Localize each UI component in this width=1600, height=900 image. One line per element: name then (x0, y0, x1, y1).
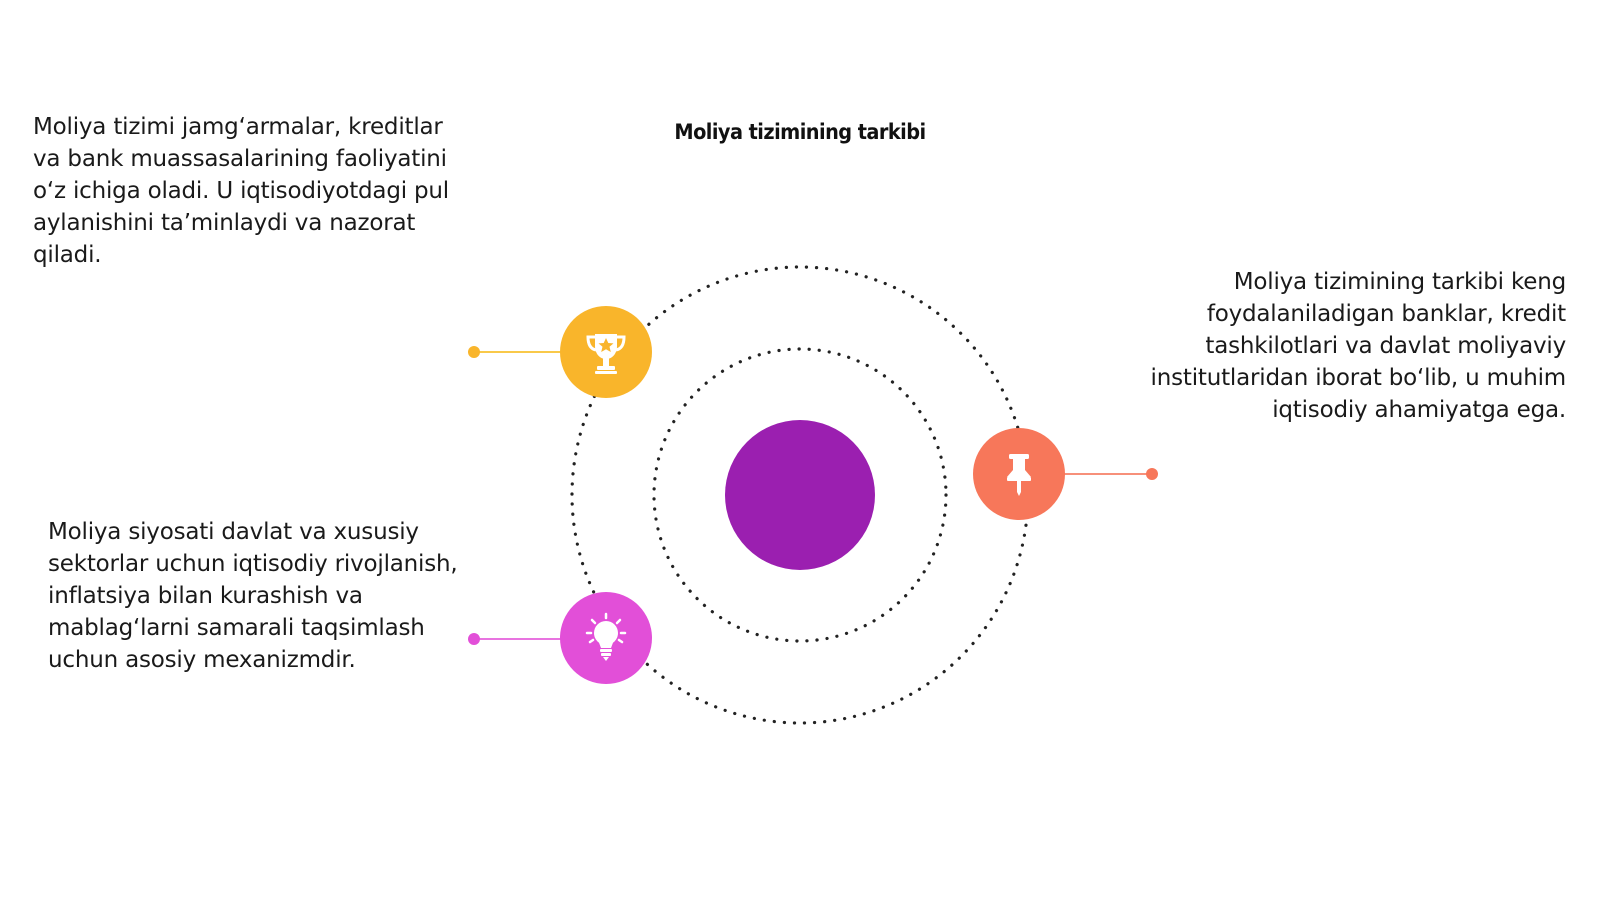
trophy-node (560, 306, 652, 398)
text-block-top-left: Moliya tizimi jamg‘armalar, kreditlar va… (33, 114, 449, 268)
trophy-connector-dot (468, 346, 480, 358)
pushpin-node (973, 428, 1065, 520)
pin-connector-dot (1146, 468, 1158, 480)
text-block-bottom-left: Moliya siyosati davlat va xususiy sektor… (48, 519, 458, 673)
lightbulb-icon (585, 612, 627, 661)
text-block-right: Moliya tizimining tarkibi keng foydalani… (1150, 269, 1567, 423)
bulb-connector-dot (468, 633, 480, 645)
trophy-icon (586, 334, 626, 374)
pushpin-icon (1007, 454, 1031, 496)
inner-orbit (652, 347, 948, 643)
center-circle (725, 420, 875, 570)
lightbulb-node (560, 592, 652, 684)
diagram-title: Moliya tizimining tarkibi (674, 120, 926, 144)
